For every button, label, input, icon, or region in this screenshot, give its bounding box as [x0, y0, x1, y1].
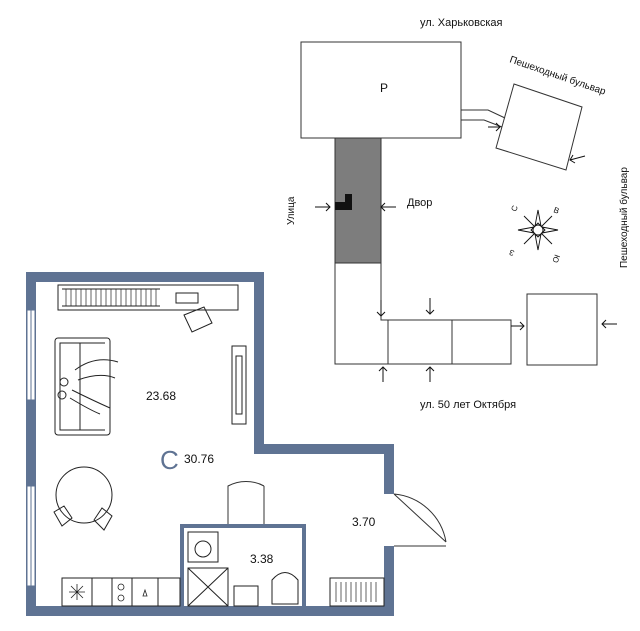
total-area: 30.76 — [184, 452, 214, 466]
furniture — [53, 284, 385, 607]
east-block — [526, 293, 598, 366]
compass-rose — [517, 209, 559, 251]
street-left-label: Улица — [286, 196, 297, 225]
studio-letter: С — [160, 445, 179, 475]
street-bottom-label: ул. 50 лет Октября — [420, 399, 516, 411]
compass-east: В — [552, 205, 560, 215]
building-marker — [335, 194, 352, 210]
parking-label: Р — [380, 81, 388, 95]
compass-west: З — [508, 247, 516, 257]
windows — [26, 309, 36, 587]
building-l-shape — [334, 262, 512, 365]
hall-area: 3.70 — [352, 515, 376, 529]
room-main-area: 23.68 — [146, 389, 176, 403]
compass-south: Ю — [550, 253, 561, 264]
street-top-label: ул. Харьковская — [420, 17, 503, 29]
walls — [26, 272, 394, 616]
doors — [227, 480, 447, 547]
boulevard-vertical-label: Пешеходный бульвар — [618, 167, 630, 268]
yard-label: Двор — [407, 197, 432, 209]
compass-north: С — [509, 204, 520, 213]
bathroom-area: 3.38 — [250, 552, 274, 566]
